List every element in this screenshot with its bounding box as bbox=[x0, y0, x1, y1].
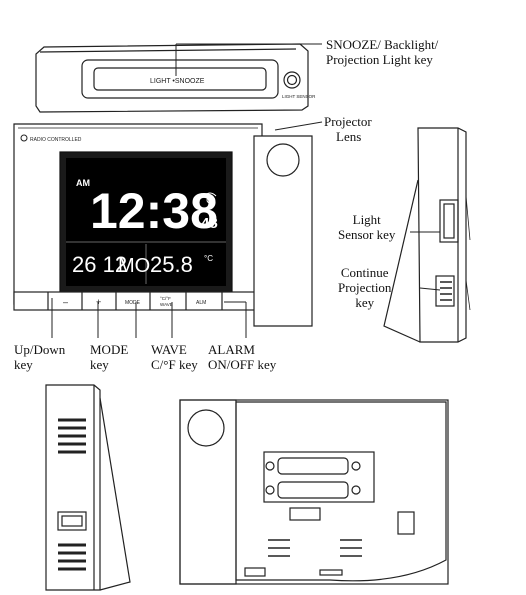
light-sensor-key-label: Light Sensor key bbox=[338, 212, 395, 242]
light-sensor-label-line2: Sensor key bbox=[338, 227, 396, 242]
lcd-time: 12:38 bbox=[90, 183, 218, 239]
updown-label-line1: Up/Down bbox=[14, 342, 66, 357]
alarm-label-line1: ALARM bbox=[208, 342, 255, 357]
projector-label-line1: Projector bbox=[324, 114, 372, 129]
wave-label-line2: C/°F key bbox=[151, 357, 198, 372]
lcd-temp-unit: °C bbox=[204, 254, 213, 263]
wave-label-line1: WAVE bbox=[151, 342, 187, 357]
back-view bbox=[179, 399, 449, 585]
continue-label-line3: key bbox=[355, 295, 375, 310]
projector-lens-back-icon bbox=[187, 409, 225, 447]
radio-controlled-label: RADIO CONTROLLED bbox=[30, 137, 82, 143]
light-sensor-icon bbox=[283, 71, 301, 89]
mode-key-label: MODE key bbox=[90, 342, 128, 372]
snooze-label-line1: SNOOZE/ Backlight/ bbox=[326, 37, 439, 52]
side-view bbox=[383, 127, 471, 343]
key-minus: – bbox=[63, 297, 68, 307]
key-mode: MODE bbox=[125, 300, 141, 306]
side-view-lower bbox=[45, 384, 131, 591]
continue-label-line1: Continue bbox=[340, 265, 389, 280]
top-view bbox=[35, 43, 322, 113]
leader-lines bbox=[51, 121, 441, 338]
key-plus: + bbox=[96, 297, 101, 307]
projector-lens-icon bbox=[266, 143, 300, 177]
alarm-label-line2: ON/OFF key bbox=[208, 357, 277, 372]
key-wave-line1: °C/°F bbox=[160, 296, 171, 301]
updown-key-label: Up/Down key bbox=[14, 342, 65, 372]
continue-label-line2: Projection bbox=[338, 280, 392, 295]
lcd-date: 26 12 bbox=[72, 252, 127, 277]
light-sensor-label-line1: Light bbox=[352, 212, 381, 227]
radio-tower-icon bbox=[20, 134, 28, 142]
snooze-label-line2: Projection Light key bbox=[326, 52, 433, 67]
top-bar-label: LIGHT •SNOOZE bbox=[150, 78, 205, 85]
continue-projection-label: Continue Projection key bbox=[338, 265, 391, 310]
lcd-am: AM bbox=[76, 178, 90, 188]
updown-label-line2: key bbox=[14, 357, 33, 372]
alarm-key-label: ALARM ON/OFF key bbox=[208, 342, 276, 372]
lcd-weekday: MO bbox=[118, 255, 150, 277]
mode-label-line1: MODE bbox=[90, 342, 129, 357]
front-view bbox=[13, 123, 313, 327]
wave-key-label: WAVE C/°F key bbox=[151, 342, 198, 372]
key-wave-line2: WAVE bbox=[160, 302, 173, 307]
lcd-temperature: 25.8 bbox=[150, 252, 193, 277]
key-alarm: ALM bbox=[196, 300, 206, 306]
snooze-label: SNOOZE/ Backlight/ Projection Light key bbox=[326, 37, 438, 67]
light-sensor-label: LIGHT SENSOR bbox=[282, 94, 316, 99]
projector-label-line2: Lens bbox=[336, 129, 362, 144]
mode-label-line2: key bbox=[90, 357, 109, 372]
lcd-seconds: 48 bbox=[201, 215, 218, 232]
projector-lens-label: Projector Lens bbox=[324, 114, 372, 144]
signal-icon bbox=[203, 192, 217, 204]
